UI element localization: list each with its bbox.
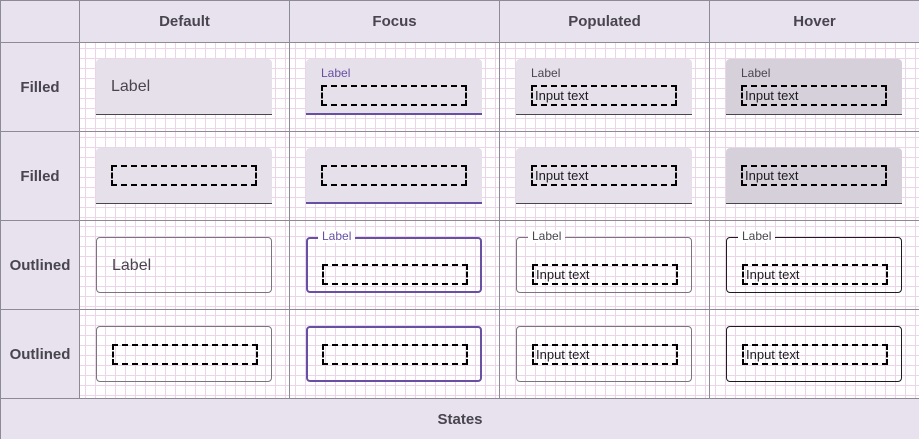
input-slot[interactable]: [321, 165, 467, 186]
field-label: Label: [531, 66, 561, 80]
filled-text-field-hover[interactable]: Input text: [726, 148, 902, 204]
filled-text-field-populated[interactable]: Label Input text: [516, 59, 692, 115]
outlined-text-field-hover[interactable]: Input text: [726, 326, 902, 382]
cell-outlined-nolabel-populated: Input text: [499, 309, 709, 398]
filled-text-field-populated[interactable]: Input text: [516, 148, 692, 204]
column-header-hover: Hover: [709, 0, 919, 42]
row-header-outlined-no-label: Outlined: [0, 309, 79, 398]
input-slot[interactable]: [321, 85, 467, 106]
field-label: Label: [738, 230, 776, 243]
filled-text-field-hover[interactable]: Label Input text: [726, 59, 902, 115]
row-header-filled-label: Filled: [0, 42, 79, 131]
cell-filled-nolabel-focus: [289, 131, 499, 220]
cell-outlined-label-populated: Label Input text: [499, 220, 709, 309]
filled-text-field-focused[interactable]: [306, 148, 482, 204]
outlined-text-field[interactable]: Label: [96, 237, 272, 293]
cell-filled-label-populated: Label Input text: [499, 42, 709, 131]
cell-outlined-label-focus: Label: [289, 220, 499, 309]
cell-outlined-nolabel-focus: [289, 309, 499, 398]
outlined-text-field-populated[interactable]: Input text: [516, 326, 692, 382]
field-label: Label: [321, 66, 351, 80]
outlined-text-field-focused[interactable]: Label: [306, 230, 482, 293]
header-corner: [0, 0, 79, 42]
input-slot[interactable]: [111, 165, 257, 186]
outlined-text-field[interactable]: [96, 326, 272, 382]
input-slot[interactable]: Input text: [532, 344, 678, 365]
input-slot[interactable]: Input text: [532, 264, 678, 285]
outlined-text-field-populated[interactable]: Label Input text: [516, 230, 692, 293]
input-slot[interactable]: [112, 344, 258, 365]
field-label: Label: [741, 66, 771, 80]
row-header-filled-no-label: Filled: [0, 131, 79, 220]
cell-outlined-label-default: Label: [79, 220, 289, 309]
outlined-text-field-focused[interactable]: [306, 326, 482, 382]
input-slot[interactable]: Input text: [741, 85, 887, 106]
row-header-outlined-label: Outlined: [0, 220, 79, 309]
cell-filled-nolabel-hover: Input text: [709, 131, 919, 220]
column-header-focus: Focus: [289, 0, 499, 42]
field-label: Label: [111, 78, 151, 95]
filled-text-field[interactable]: Label: [96, 59, 272, 115]
cell-filled-label-focus: Label: [289, 42, 499, 131]
outlined-text-field-hover[interactable]: Label Input text: [726, 230, 902, 293]
input-slot[interactable]: Input text: [741, 165, 887, 186]
cell-outlined-nolabel-default: [79, 309, 289, 398]
input-slot[interactable]: Input text: [531, 85, 677, 106]
input-slot[interactable]: [322, 344, 468, 365]
input-slot[interactable]: [322, 264, 468, 285]
field-label: Label: [528, 230, 566, 243]
footer-states-label: States: [0, 398, 919, 439]
cell-filled-label-default: Label: [79, 42, 289, 131]
cell-filled-nolabel-default: [79, 131, 289, 220]
column-header-default: Default: [79, 0, 289, 42]
input-slot[interactable]: Input text: [742, 344, 888, 365]
cell-filled-nolabel-populated: Input text: [499, 131, 709, 220]
filled-text-field-focused[interactable]: Label: [306, 59, 482, 115]
field-label: Label: [112, 257, 152, 274]
filled-text-field[interactable]: [96, 148, 272, 204]
input-slot[interactable]: Input text: [742, 264, 888, 285]
cell-filled-label-hover: Label Input text: [709, 42, 919, 131]
cell-outlined-label-hover: Label Input text: [709, 220, 919, 309]
column-header-populated: Populated: [499, 0, 709, 42]
input-slot[interactable]: Input text: [531, 165, 677, 186]
field-label: Label: [318, 230, 356, 243]
cell-outlined-nolabel-hover: Input text: [709, 309, 919, 398]
